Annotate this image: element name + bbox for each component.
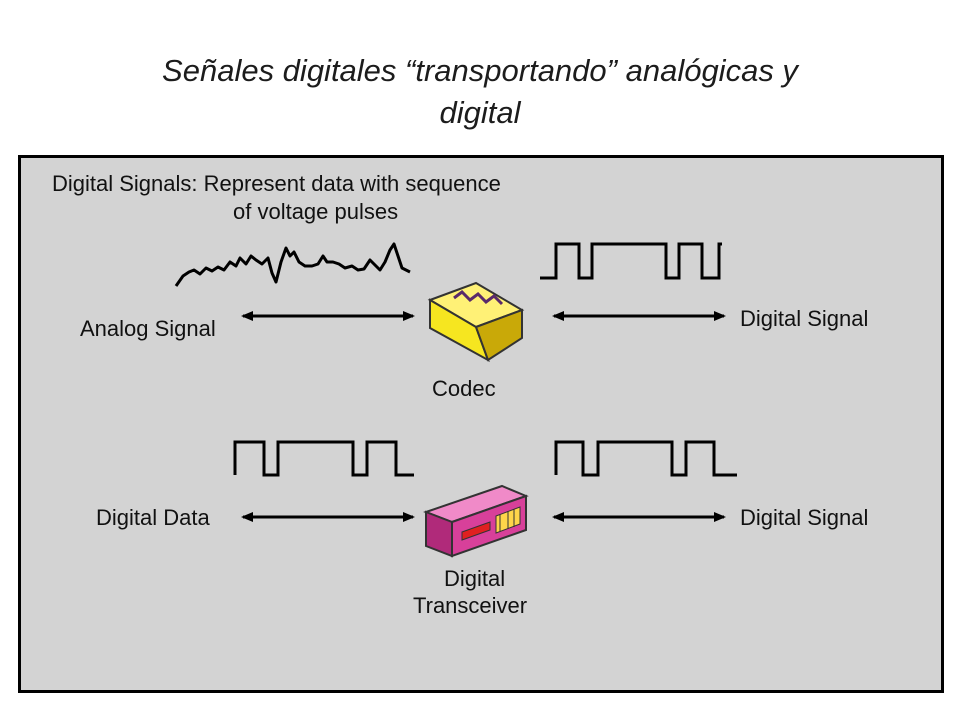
analog-signal-label: Analog Signal (80, 316, 216, 341)
digital-waveform-row1 (540, 242, 722, 280)
codec-device-icon (427, 281, 525, 363)
digital-waveform-row2 (554, 440, 737, 477)
transceiver-label-line1: Digital (444, 566, 505, 591)
digital-data-label: Digital Data (96, 505, 210, 530)
slide-title-line2: digital (439, 95, 521, 130)
transceiver-label-line2: Transceiver (413, 593, 527, 618)
digital-data-waveform (233, 440, 414, 477)
diagram-heading-line1: Digital Signals: Represent data with seq… (52, 171, 501, 196)
codec-label: Codec (432, 376, 496, 401)
transceiver-device-icon (423, 484, 529, 558)
slide-title-line1: Señales digitales “transportando” analóg… (162, 53, 798, 88)
diagram-panel (18, 155, 944, 693)
digital-signal-label-row1: Digital Signal (740, 306, 868, 331)
analog-waveform (174, 242, 411, 287)
digital-signal-label-row2: Digital Signal (740, 505, 868, 530)
slide-title: Señales digitales “transportando” analóg… (60, 50, 900, 134)
diagram-heading-line2: of voltage pulses (233, 199, 398, 224)
